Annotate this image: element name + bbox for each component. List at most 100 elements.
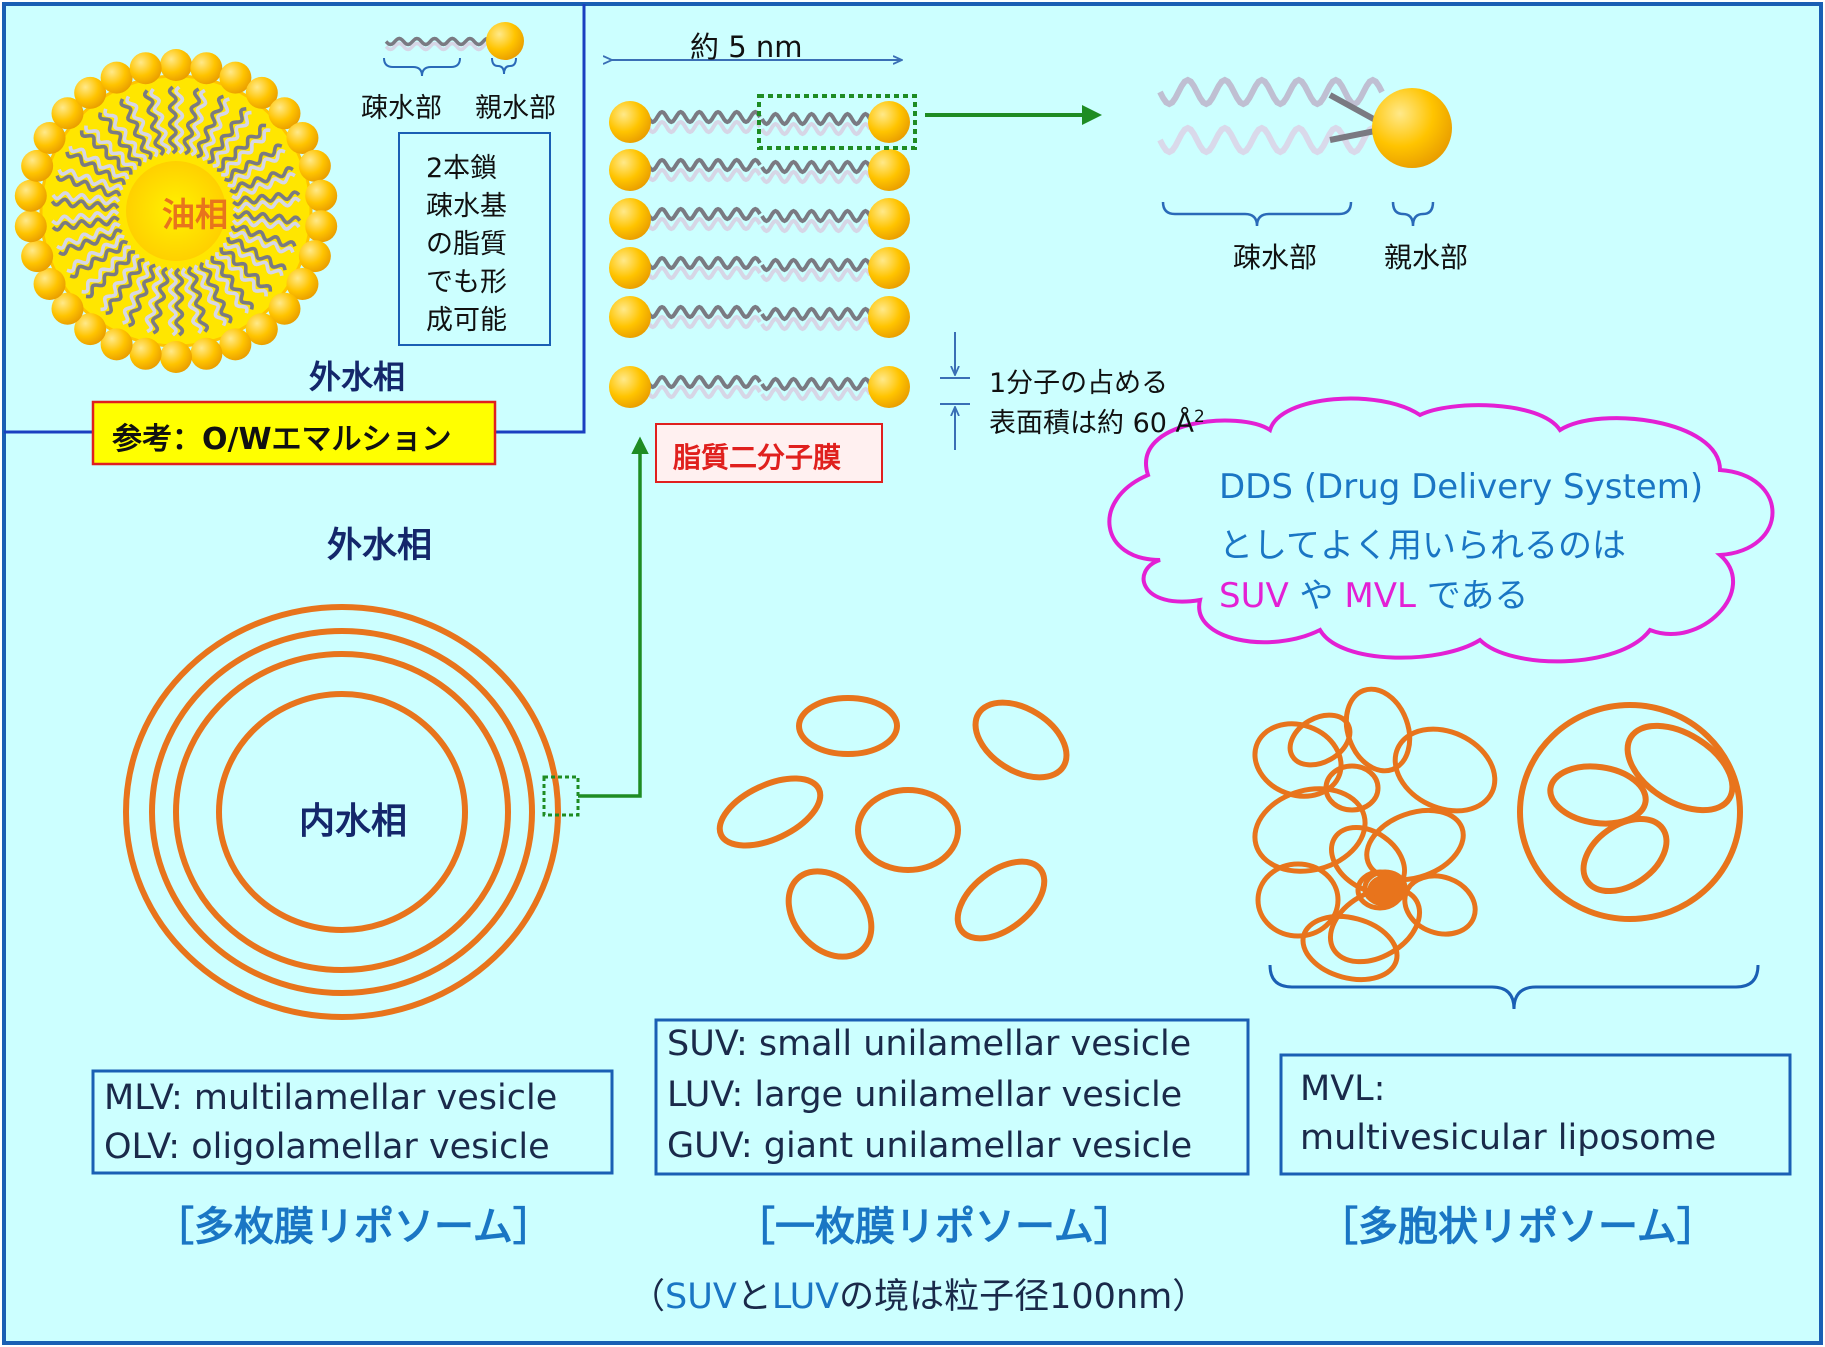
lipid-molecule-small <box>384 22 524 60</box>
cloud-line-2: としてよく用いられるのは <box>1219 526 1626 566</box>
surfactant-head <box>74 313 107 346</box>
cluster-loop <box>1252 721 1344 799</box>
bilayer-tail-left-dark <box>646 206 762 222</box>
bilayer-tail-right-dark <box>760 257 872 273</box>
bilayer-tail-right-dark <box>760 159 872 175</box>
surfactant-tail-dark <box>224 143 283 183</box>
hydrophilic-label-small: 親水部 <box>475 93 556 124</box>
surfactant-tail-light <box>231 172 296 200</box>
surfactant-head <box>160 341 192 373</box>
surfactant-head <box>219 328 252 361</box>
surfactant-tail-dark <box>119 98 153 161</box>
note-line-4: でも形 <box>426 267 507 298</box>
bilayer-tail-left-light <box>646 384 762 400</box>
footnote-suv: SUV <box>665 1277 737 1317</box>
outer-water-phase-label-emulsion: 外水相 <box>309 358 406 396</box>
footnote-to: と <box>736 1277 772 1317</box>
cluster-loop <box>1367 875 1401 905</box>
hydrophobic-label-large: 疎水部 <box>1233 241 1318 274</box>
lipid-bilayer <box>609 101 910 408</box>
cloud-mvl: MVL <box>1344 576 1416 616</box>
surfactant-tail-dark <box>127 263 156 328</box>
mlv-ring-3 <box>173 651 511 973</box>
surfactant-tail-dark <box>50 197 120 212</box>
surfactant-tail-dark <box>196 94 225 159</box>
surfactant-tail-light <box>103 108 147 163</box>
inner-water-phase-label: 内水相 <box>299 801 408 842</box>
surfactant-head <box>129 337 162 370</box>
surfactant-head <box>298 240 331 273</box>
bilayer-tail-left-dark <box>646 157 762 173</box>
note-box <box>398 132 551 346</box>
hydrophobic-brace-large <box>1161 201 1353 227</box>
surfactant-tail-light <box>221 128 271 177</box>
surfactant-tail-dark <box>98 112 142 167</box>
bilayer-head-left <box>609 198 651 240</box>
surfactant-tail-light <box>149 87 172 155</box>
surfactant-tail-dark <box>230 224 297 248</box>
bilayer-tail-right-light <box>760 267 872 283</box>
uni-caption-line2: LUV: large unilamellar vesicle <box>667 1075 1182 1115</box>
surfactant-tail-light <box>201 97 230 162</box>
hydrophilic-brace-large <box>1391 201 1435 227</box>
surfactant-tail-dark <box>182 87 202 156</box>
mlv-desc: : multilamellar vesicle <box>170 1078 558 1118</box>
cloud-suv: SUV <box>1219 576 1289 616</box>
cloud-line-3: SUV や MVL である <box>1219 568 1528 617</box>
surfactant-tail-light <box>68 145 130 180</box>
surfactant-tail-dark <box>55 174 122 198</box>
surfactant-head <box>14 179 47 212</box>
surfactant-head <box>245 313 278 346</box>
big-head <box>1372 88 1452 168</box>
small-vesicle <box>954 858 1048 942</box>
suv-desc: : small unilamellar vesicle <box>735 1024 1192 1064</box>
surfactant-head <box>33 268 66 300</box>
multivesicular-liposome <box>1517 702 1743 922</box>
hydrophilic-brace-small <box>491 57 517 75</box>
area-label-text: 表面積は約 60 Å <box>989 408 1194 439</box>
surfactant-tail-dark <box>207 107 247 164</box>
mlv-ring-2 <box>149 628 535 996</box>
emulsion-droplet <box>14 49 338 373</box>
bilayer-tail-right-dark <box>760 376 872 392</box>
bilayer-tail-right-light <box>760 121 872 137</box>
mlv-caption-box <box>91 1069 614 1175</box>
cluster-loop <box>1255 861 1341 939</box>
cluster-loop <box>1355 869 1405 911</box>
small-tail-light <box>384 41 494 52</box>
bilayer-head-right <box>868 149 910 191</box>
small-vesicle <box>855 787 961 873</box>
surfactant-tail-light <box>180 267 203 335</box>
mlv-ring-4 <box>216 691 468 933</box>
surfactant-tail-light <box>167 267 178 337</box>
uni-caption-box <box>654 1018 1250 1176</box>
surfactant-tail-light <box>56 222 121 250</box>
surfactant-tail-light <box>205 259 249 314</box>
note-line-5: 成可能 <box>426 305 507 336</box>
surfactant-tail-dark <box>199 261 233 324</box>
mlv-caption-line1: MLV: multilamellar vesicle <box>104 1078 557 1118</box>
bilayer-head-left <box>609 149 651 191</box>
surfactant-tail-dark <box>150 266 170 335</box>
surfactant-tail-light <box>193 264 227 327</box>
lipid-molecule-large <box>1157 76 1452 168</box>
cloud-line-1: DDS (Drug Delivery System) <box>1219 467 1704 507</box>
surfactant-head <box>51 97 84 130</box>
surfactant-head <box>190 337 223 370</box>
surfactant-tail-light <box>188 88 208 157</box>
surfactant-head <box>305 179 338 212</box>
surfactant-head <box>219 61 252 94</box>
surfactant-head <box>14 210 47 243</box>
surfactant-head <box>51 292 84 325</box>
surfactant-tail-dark <box>232 210 302 225</box>
mvl-inner-vesicle <box>1624 722 1736 814</box>
bilayer-tail-right-light <box>760 218 872 234</box>
small-vesicle <box>716 775 824 849</box>
guv-abbr: GUV <box>667 1126 741 1166</box>
surfactant-tail-light <box>222 242 284 277</box>
surfactant-tail-dark <box>65 151 126 186</box>
surfactant-tail-light <box>51 209 120 226</box>
surfactant-tail-dark <box>226 236 287 271</box>
surfactant-tail-light <box>227 148 286 188</box>
footnote-rest: の境は粒子径100nm） <box>839 1277 1208 1317</box>
